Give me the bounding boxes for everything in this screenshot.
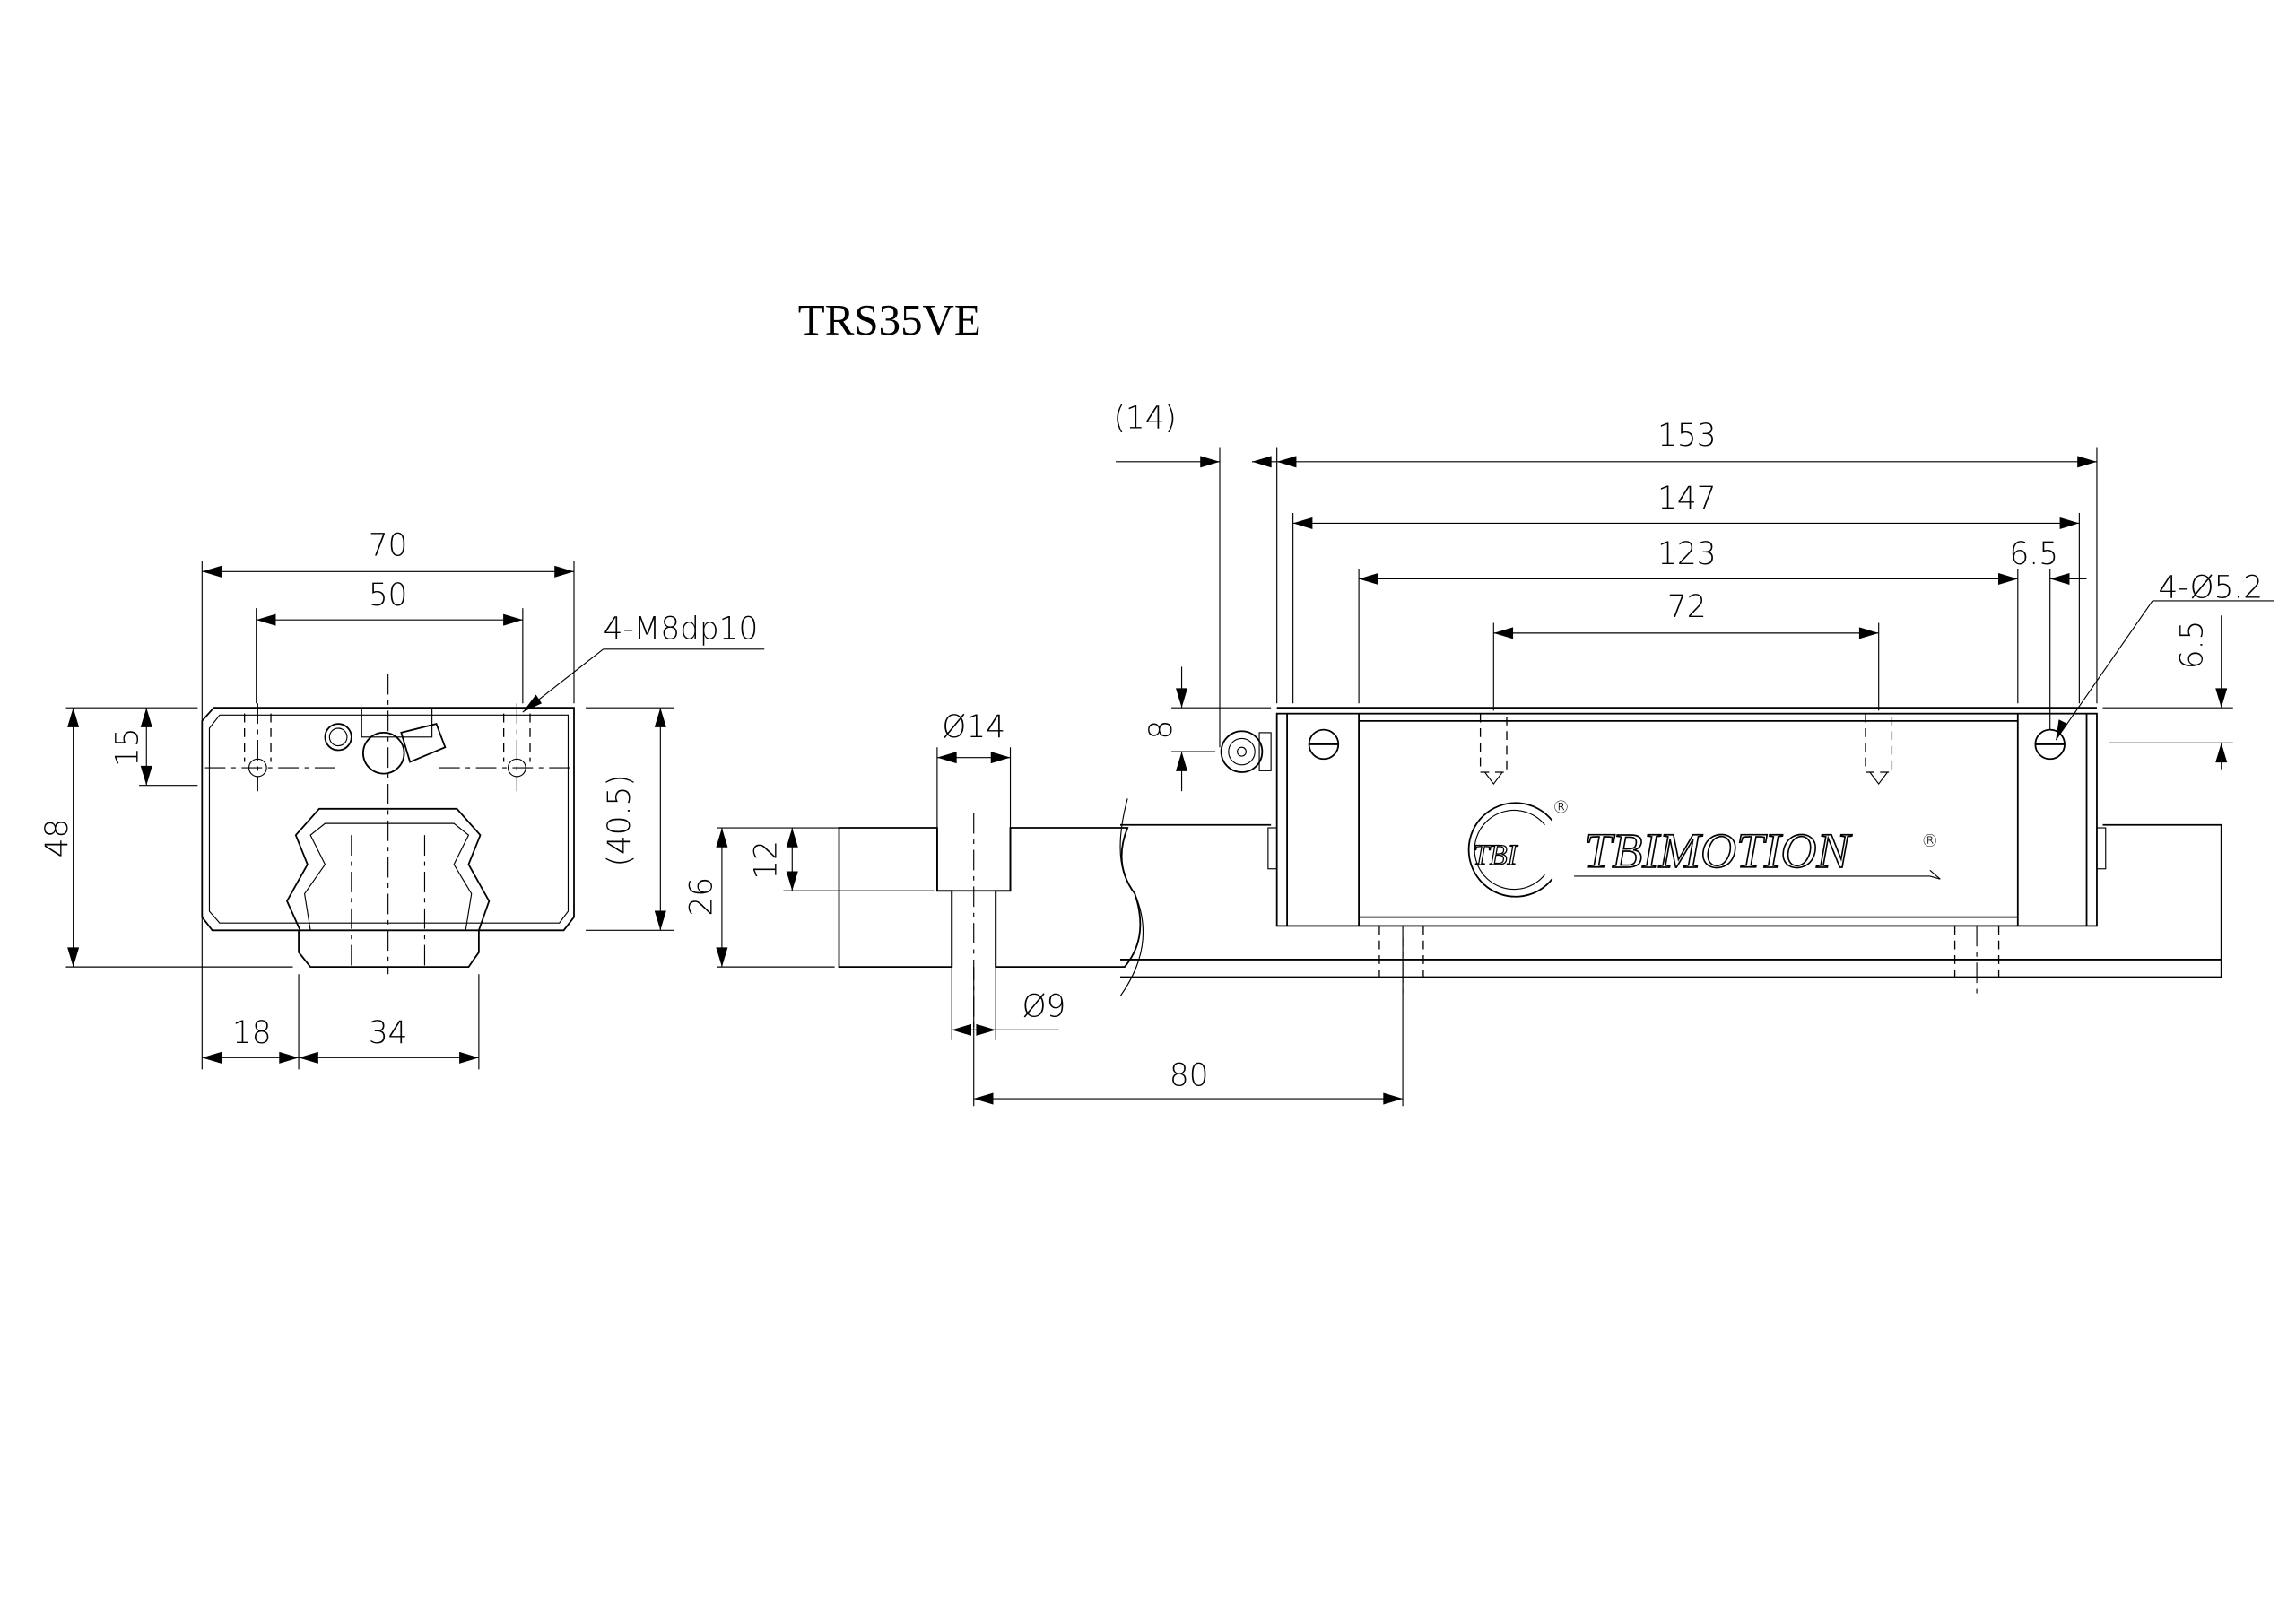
logo-tbi: TBI [1473,839,1518,872]
dim-12: 12 [748,840,784,880]
drawing-title: TRS35VE [798,295,981,344]
thread-note: 4-M8dp10 [604,611,759,647]
dim-dia-14: Ø14 [942,709,1005,745]
dim-15: 15 [109,727,145,767]
logo-registered-2: ® [1921,830,1939,851]
dim-70: 70 [369,527,408,563]
end-view: 70 50 4-M8dp10 48 15 (40.5) 18 34 [39,527,765,1070]
dim-40-5: (40.5) [602,774,638,866]
dim-18: 18 [232,1015,272,1051]
dim-6-5-vertical: 6.5 [2175,621,2211,670]
dim-147: 147 [1657,481,1716,517]
logo-registered-1: ® [1552,797,1570,818]
dim-123: 123 [1657,536,1716,572]
dim-80: 80 [1170,1057,1209,1093]
dim-26: 26 [683,877,719,917]
dim-50: 50 [369,578,408,613]
dim-8: 8 [1144,720,1179,740]
tbi-logo: TBI ® TBIMOTION ® [1467,797,1941,898]
dim-14-nipple: (14) [1114,400,1177,436]
rail-section: Ø14 Ø9 26 12 80 [683,709,1404,1107]
dim-153: 153 [1657,418,1716,454]
hole-note: 4-Ø5.2 [2159,570,2264,606]
logo-brand: TBIMOTION [1585,824,1853,879]
dim-34: 34 [369,1015,408,1051]
dim-72: 72 [1667,589,1707,625]
dim-48: 48 [39,819,75,858]
dim-6-5-horizontal: 6.5 [2010,536,2058,572]
dim-dia-9: Ø9 [1022,989,1066,1025]
side-view: TBI ® TBIMOTION ® (14) 153 147 123 6.5 7… [1114,400,2274,996]
